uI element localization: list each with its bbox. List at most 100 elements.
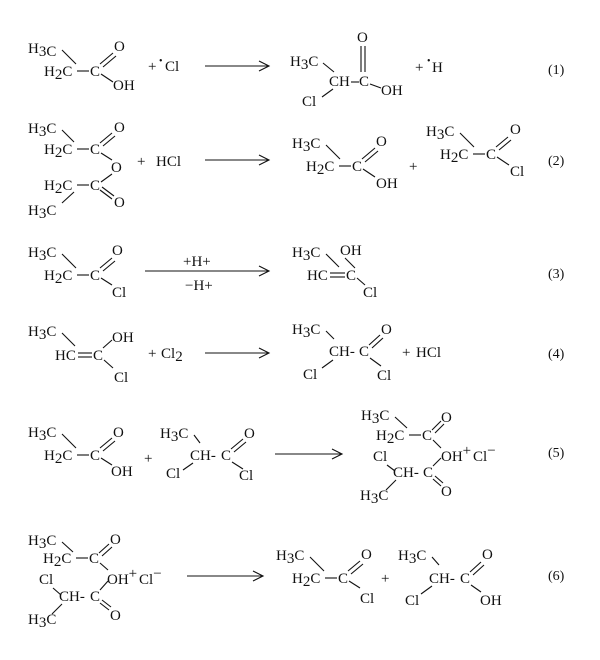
- atom-c: C: [90, 268, 100, 284]
- enol: H3C HC C OH Cl: [28, 324, 134, 386]
- atom-hc: HC: [55, 348, 76, 364]
- atom-cl: Cl: [114, 370, 128, 386]
- atom-o-top: O: [110, 532, 121, 548]
- plus-sign: +: [148, 59, 156, 75]
- chlorine: Cl2: [161, 346, 183, 365]
- atom-ch: CH-: [329, 344, 355, 360]
- reaction-4: H3C HC C OH Cl + Cl2 H3C CH- Cl C O Cl: [28, 322, 565, 386]
- atom-c: C: [352, 159, 362, 175]
- atom-h3c-bottom: H3C: [28, 612, 56, 631]
- atom-c: C: [359, 344, 369, 360]
- hydrogen-radical: H: [432, 60, 443, 76]
- propanoic-acid: H3C H2C C O OH: [292, 134, 398, 192]
- atom-h3c: H3C: [292, 322, 320, 341]
- chloro-acyl-chloride: H3C CH- Cl C O Cl: [292, 322, 392, 384]
- atom-oh-plus: OH+: [107, 566, 137, 588]
- propanoyl-chloride: H3C H2C C O Cl: [28, 243, 126, 301]
- reaction-number: (3): [548, 267, 565, 282]
- atom-h2c: H2C: [440, 147, 468, 166]
- chlorine-radical: Cl: [165, 59, 179, 75]
- atom-c: C: [90, 448, 100, 464]
- atom-oh-plus: OH+: [441, 443, 471, 465]
- mixed-anhydride-intermediate: H3C H2C C O OH+ Cl− Cl CH- C O H3C: [28, 532, 162, 631]
- atom-oh: OH: [340, 243, 362, 259]
- atom-h2c: H2C: [376, 428, 404, 447]
- atom-c-top: C: [90, 142, 100, 158]
- atom-o: O: [244, 426, 255, 442]
- atom-h2c-bottom: H2C: [44, 178, 72, 197]
- atom-cl: Cl: [373, 449, 387, 465]
- atom-c: C: [338, 571, 348, 587]
- atom-cl: Cl: [510, 164, 524, 180]
- atom-cl: Cl: [166, 466, 180, 482]
- atom-h3c: H3C: [28, 425, 56, 444]
- atom-c-bottom: C: [423, 465, 433, 481]
- atom-cl: Cl: [112, 285, 126, 301]
- atom-h3c: H3C: [28, 245, 56, 264]
- propanoyl-chloride: H3C H2C C O Cl: [426, 122, 524, 180]
- atom-ch: CH-: [393, 465, 419, 481]
- mixed-anhydride-intermediate: H3C H2C C O OH+ Cl− Cl CH- C O H3C: [360, 408, 496, 507]
- atom-o: O: [112, 243, 123, 259]
- atom-o: O: [376, 134, 387, 150]
- chloro-propanoic-acid: H3C CH- Cl C O OH: [398, 547, 502, 609]
- atom-h3c-bottom: H3C: [28, 203, 56, 222]
- atom-h2c: H2C: [306, 159, 334, 178]
- atom-cl: Cl: [239, 468, 253, 484]
- reaction-number: (2): [548, 154, 565, 169]
- atom-h3c-top: H3C: [361, 408, 389, 427]
- hydrogen-chloride: HCl: [416, 345, 441, 361]
- atom-h2c: H2C: [292, 571, 320, 590]
- atom-cl: Cl: [405, 593, 419, 609]
- atom-o-bottom: O: [110, 608, 121, 624]
- atom-o-bottom: O: [441, 484, 452, 500]
- atom-c-bottom: C: [90, 178, 100, 194]
- enol: H3C HC C OH Cl: [292, 243, 377, 301]
- atom-oh: OH: [381, 83, 403, 99]
- atom-h3c: H3C: [28, 324, 56, 343]
- plus-sign: +: [137, 154, 145, 170]
- atom-c-bottom: C: [90, 589, 100, 605]
- reaction-number: (6): [548, 569, 565, 584]
- atom-o: O: [113, 425, 124, 441]
- plus-sign: +: [144, 451, 152, 467]
- atom-o-bridge: O: [111, 160, 122, 176]
- atom-ch: CH-: [429, 571, 455, 587]
- atom-c: C: [346, 268, 356, 284]
- propanoic-acid: H3C H2C C O OH: [28, 425, 133, 480]
- atom-h3c: H3C: [276, 548, 304, 567]
- atom-ch: CH-: [59, 589, 85, 605]
- propanoic-anhydride: H3C H2C C O O H2C C O H3C: [28, 120, 125, 222]
- chloride-ion: Cl−: [139, 566, 162, 588]
- plus-sign: +: [409, 159, 417, 175]
- atom-c: C: [460, 571, 470, 587]
- reaction-number: (4): [548, 347, 565, 362]
- atom-h2c-top: H2C: [44, 142, 72, 161]
- atom-h2c: H2C: [44, 448, 72, 467]
- atom-c: C: [486, 147, 496, 163]
- atom-h3c: H3C: [290, 54, 318, 73]
- atom-o: O: [381, 322, 392, 338]
- atom-oh: OH: [111, 464, 133, 480]
- plus-sign: +: [148, 346, 156, 362]
- atom-o: O: [114, 39, 125, 55]
- radical-dot: •: [427, 56, 431, 67]
- reaction-number: (5): [548, 446, 565, 461]
- atom-o-bottom: O: [114, 195, 125, 211]
- atom-cl: Cl: [377, 368, 391, 384]
- atom-o: O: [510, 122, 521, 138]
- atom-ch: CH-: [190, 448, 216, 464]
- atom-oh: OH: [480, 593, 502, 609]
- atom-o: O: [357, 30, 368, 46]
- atom-h3c-bottom: H3C: [360, 488, 388, 507]
- atom-cl: Cl: [303, 367, 317, 383]
- atom-h3c: H3C: [398, 548, 426, 567]
- atom-h2c: H2C: [44, 268, 72, 287]
- atom-h3c: H3C: [292, 245, 320, 264]
- atom-c: C: [93, 348, 103, 364]
- chloride-ion: Cl−: [473, 443, 496, 465]
